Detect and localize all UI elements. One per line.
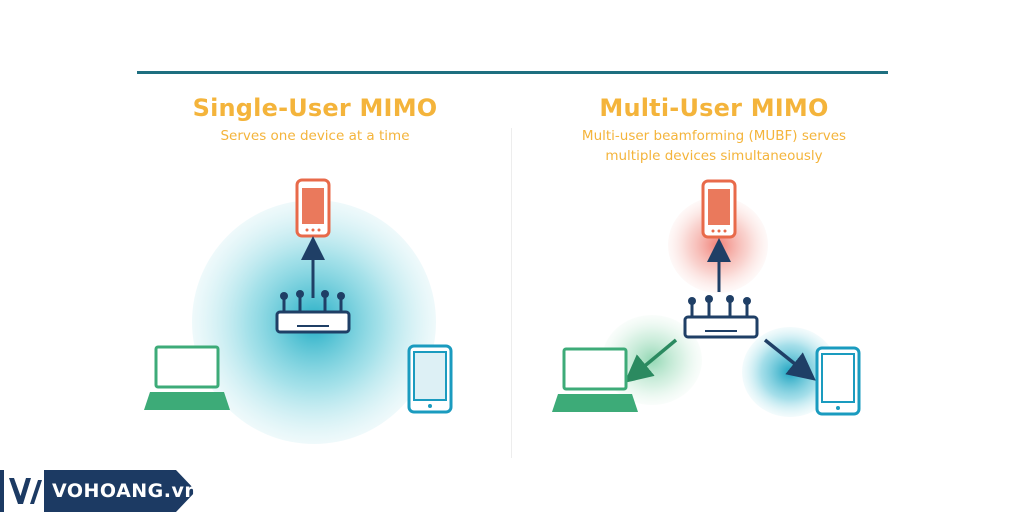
laptop-icon xyxy=(144,345,230,410)
multi-user-subtitle-line2: multiple devices simultaneously xyxy=(605,148,823,164)
single-user-title: Single-User MIMO xyxy=(192,94,438,122)
router-icon xyxy=(275,290,351,334)
tablet-icon xyxy=(815,346,861,416)
watermark-text: VOHOANG.vn xyxy=(52,480,199,502)
phone-icon xyxy=(701,179,737,239)
multi-user-title: Multi-User MIMO xyxy=(599,94,829,122)
single-user-subtitle: Serves one device at a time xyxy=(220,128,410,144)
laptop-icon xyxy=(552,347,638,412)
router-icon xyxy=(683,295,759,339)
panel-divider xyxy=(511,128,512,458)
phone-icon xyxy=(295,178,331,238)
tablet-icon xyxy=(407,344,453,414)
vohoang-logo xyxy=(0,470,196,512)
multi-user-subtitle-line1: Multi-user beamforming (MUBF) serves xyxy=(581,128,847,144)
multi-user-arrow-tablet xyxy=(763,338,816,381)
top-rule xyxy=(137,71,888,74)
multi-user-arrow-laptop xyxy=(624,338,678,383)
